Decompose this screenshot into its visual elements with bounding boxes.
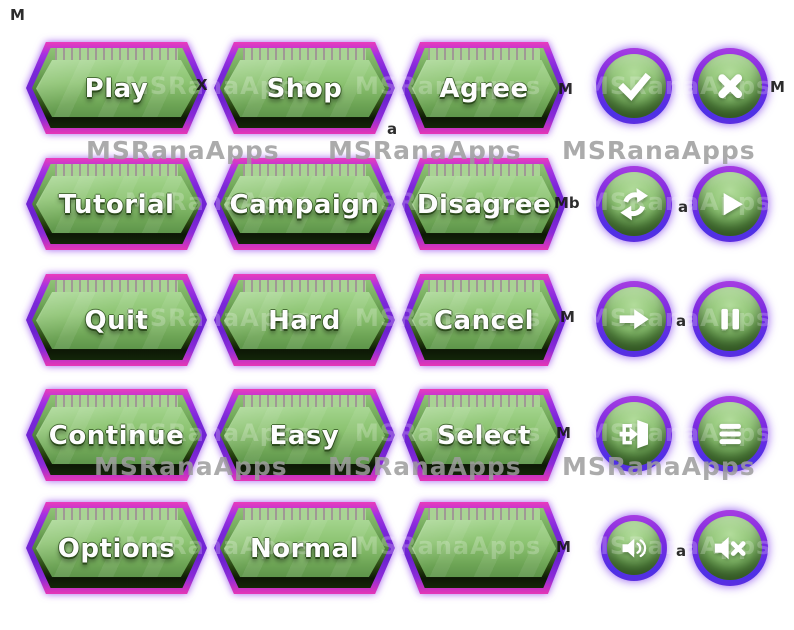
confirm-button[interactable] (596, 48, 672, 124)
button-label: Select (437, 420, 531, 451)
easy-button[interactable]: Easy (214, 389, 395, 481)
button-label: Agree (439, 73, 529, 104)
watermark-fragment: a (676, 312, 687, 330)
button-label: Disagree (416, 189, 552, 220)
hex-face: Quit (36, 292, 197, 349)
button-sphere (602, 287, 666, 351)
watermark-fragment: M (10, 6, 25, 24)
exit-button[interactable] (596, 396, 672, 472)
play-button-round[interactable] (692, 166, 768, 242)
blank-button[interactable] (402, 502, 566, 594)
arrow-right-icon (619, 309, 649, 329)
select-button[interactable]: Select (402, 389, 566, 481)
speaker-loud-icon (622, 538, 646, 558)
refresh-icon (620, 187, 648, 221)
hex-top-strip (428, 508, 540, 521)
hex-top-strip (242, 48, 367, 61)
button-label: Continue (48, 420, 185, 451)
hard-button[interactable]: Hard (214, 274, 395, 366)
watermark-fragment: a (676, 542, 687, 560)
button-sphere (607, 521, 661, 575)
play-icon (723, 192, 743, 216)
button-label: Normal (250, 533, 359, 564)
hex-face (412, 520, 556, 577)
hex-face: Play (36, 60, 197, 117)
hex-top-strip (54, 280, 179, 293)
menu-button[interactable] (692, 396, 768, 472)
close-button[interactable] (692, 48, 768, 124)
button-sphere (698, 54, 762, 118)
disagree-button[interactable]: Disagree (402, 158, 566, 250)
shop-button[interactable]: Shop (214, 42, 395, 134)
hex-top-strip (242, 164, 367, 177)
watermark-fragment: a (678, 198, 689, 216)
cross-icon (718, 74, 742, 98)
hex-top-strip (54, 48, 179, 61)
hex-top-strip (242, 508, 367, 521)
button-label: Tutorial (58, 189, 175, 220)
normal-button[interactable]: Normal (214, 502, 395, 594)
button-sphere (698, 287, 762, 351)
hex-face: Cancel (412, 292, 556, 349)
checkmark-icon (617, 72, 651, 101)
agree-button[interactable]: Agree (402, 42, 566, 134)
button-sphere (698, 172, 762, 236)
button-label: Options (57, 533, 176, 564)
button-sphere (698, 516, 762, 580)
button-sphere (698, 402, 762, 466)
hex-face: Select (412, 407, 556, 464)
quit-button[interactable]: Quit (26, 274, 207, 366)
button-label: Play (84, 73, 149, 104)
hex-face: Easy (224, 407, 385, 464)
hex-top-strip (428, 395, 540, 408)
hex-top-strip (428, 280, 540, 293)
button-label: Easy (269, 420, 340, 451)
hamburger-menu-icon (719, 423, 741, 444)
speaker-muted-icon (714, 536, 746, 560)
button-sphere (602, 402, 666, 466)
mute-button[interactable] (692, 510, 768, 586)
play-button[interactable]: Play (26, 42, 207, 134)
exit-door-icon (619, 419, 648, 449)
pause-icon (721, 308, 739, 330)
refresh-button[interactable] (596, 166, 672, 242)
hex-face: Agree (412, 60, 556, 117)
watermark-text: MSRanaApps (562, 136, 756, 165)
hex-face: Normal (224, 520, 385, 577)
tutorial-button[interactable]: Tutorial (26, 158, 207, 250)
button-label: Quit (84, 305, 149, 336)
cancel-button[interactable]: Cancel (402, 274, 566, 366)
next-button[interactable] (596, 281, 672, 357)
hex-face: Options (36, 520, 197, 577)
watermark-fragment: M (770, 78, 785, 96)
hex-top-strip (428, 164, 540, 177)
sound-on-button[interactable] (601, 515, 667, 581)
button-label: Hard (268, 305, 341, 336)
button-sphere (602, 54, 666, 118)
hex-top-strip (242, 280, 367, 293)
hex-top-strip (54, 164, 179, 177)
hex-top-strip (242, 395, 367, 408)
continue-button[interactable]: Continue (26, 389, 207, 481)
hex-top-strip (54, 508, 179, 521)
hex-face: Disagree (412, 176, 556, 233)
hex-top-strip (54, 395, 179, 408)
hex-face: Campaign (224, 176, 385, 233)
hex-top-strip (428, 48, 540, 61)
button-sphere (602, 172, 666, 236)
button-label: Campaign (229, 189, 380, 220)
hex-face: Shop (224, 60, 385, 117)
options-button[interactable]: Options (26, 502, 207, 594)
pause-button[interactable] (692, 281, 768, 357)
button-label: Cancel (433, 305, 535, 336)
button-label: Shop (266, 73, 343, 104)
hex-face: Hard (224, 292, 385, 349)
campaign-button[interactable]: Campaign (214, 158, 395, 250)
hex-face: Continue (36, 407, 197, 464)
hex-face: Tutorial (36, 176, 197, 233)
